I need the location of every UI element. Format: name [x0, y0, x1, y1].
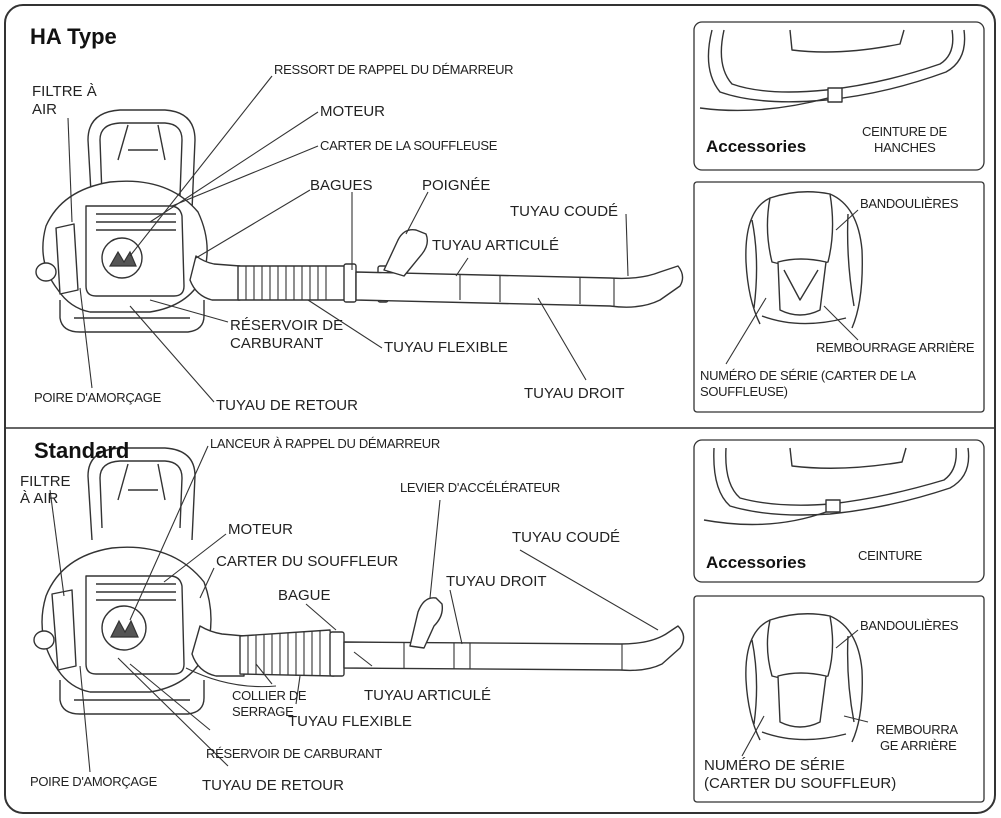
ha-label-moteur: MOTEUR — [320, 103, 385, 120]
std-label-tuyau-retour: TUYAU DE RETOUR — [202, 777, 344, 794]
std-label-numero-1: NUMÉRO DE SÉRIE — [704, 757, 845, 774]
std-label-collier-1: COLLIER DE — [232, 688, 307, 703]
ha-label-filtre-air-1: FILTRE À — [32, 83, 97, 100]
ha-label-reservoir-1: RÉSERVOIR DE — [230, 317, 343, 334]
ha-label-bandoulieres: BANDOULIÈRES — [860, 196, 959, 211]
ha-label-numero-1: NUMÉRO DE SÉRIE (CARTER DE LA — [700, 368, 916, 383]
ha-label-bagues: BAGUES — [310, 177, 373, 194]
ha-blower-drawing — [35, 109, 684, 333]
std-label-numero-2: (CARTER DU SOUFFLEUR) — [704, 775, 896, 792]
ha-label-carter: CARTER DE LA SOUFFLEUSE — [320, 138, 498, 153]
ha-accessories-title: Accessories — [706, 137, 806, 156]
std-belt-drawing — [703, 447, 970, 526]
ha-harness-box — [693, 181, 985, 413]
std-label-poire: POIRE D'AMORÇAGE — [30, 774, 158, 789]
std-label-tuyau-articule: TUYAU ARTICULÉ — [364, 687, 491, 704]
std-label-carter: CARTER DU SOUFFLEUR — [216, 553, 398, 570]
std-label-tuyau-droit: TUYAU DROIT — [446, 573, 547, 590]
ha-label-reservoir-2: CARBURANT — [230, 335, 323, 352]
std-label-rembourrage-2: GE ARRIÈRE — [880, 738, 957, 753]
std-label-levier: LEVIER D'ACCÉLÉRATEUR — [400, 480, 560, 495]
std-blower-drawing — [33, 447, 685, 715]
ha-hip-belt-drawing — [699, 29, 966, 112]
std-label-ceinture: CEINTURE — [858, 548, 923, 563]
ha-label-numero-2: SOUFFLEUSE) — [700, 384, 788, 399]
std-label-filtre-air-2: À AIR — [20, 490, 59, 507]
ha-label-tuyau-droit: TUYAU DROIT — [524, 385, 625, 402]
ha-label-tuyau-flexible: TUYAU FLEXIBLE — [384, 339, 508, 356]
std-belt-box — [693, 439, 985, 583]
std-label-moteur: MOTEUR — [228, 521, 293, 538]
ha-label-filtre-air-2: AIR — [32, 101, 57, 118]
std-harness-drawing — [745, 613, 863, 743]
std-title: Standard — [34, 438, 129, 463]
std-label-rembourrage-1: REMBOURRA — [876, 722, 958, 737]
ha-label-ceinture-2: HANCHES — [874, 140, 936, 155]
std-label-bague: BAGUE — [278, 587, 331, 604]
leader-lines — [49, 75, 869, 773]
ha-label-poire: POIRE D'AMORÇAGE — [34, 390, 162, 405]
std-label-lanceur: LANCEUR À RAPPEL DU DÉMARREUR — [210, 436, 440, 451]
ha-label-poignee: POIGNÉE — [422, 177, 490, 194]
outer-frame — [4, 4, 996, 814]
ha-label-tuyau-retour: TUYAU DE RETOUR — [216, 397, 358, 414]
std-label-collier-2: SERRAGE — [232, 704, 294, 719]
std-label-bandoulieres: BANDOULIÈRES — [860, 618, 959, 633]
ha-label-tuyau-coude: TUYAU COUDÉ — [510, 203, 618, 220]
std-label-filtre-air-1: FILTRE — [20, 473, 71, 490]
ha-harness-drawing — [745, 191, 863, 329]
std-accessories-title: Accessories — [706, 553, 806, 572]
ha-label-tuyau-articule: TUYAU ARTICULÉ — [432, 237, 559, 254]
std-label-tuyau-flexible: TUYAU FLEXIBLE — [288, 713, 412, 730]
std-label-reservoir: RÉSERVOIR DE CARBURANT — [206, 746, 382, 761]
ha-title: HA Type — [30, 24, 117, 49]
std-harness-box — [693, 595, 985, 803]
ha-label-ceinture-1: CEINTURE DE — [862, 124, 947, 139]
ha-label-rembourrage: REMBOURRAGE ARRIÈRE — [816, 340, 975, 355]
std-label-tuyau-coude: TUYAU COUDÉ — [512, 529, 620, 546]
ha-belt-box — [693, 21, 985, 171]
ha-label-ressort: RESSORT DE RAPPEL DU DÉMARREUR — [274, 62, 513, 77]
